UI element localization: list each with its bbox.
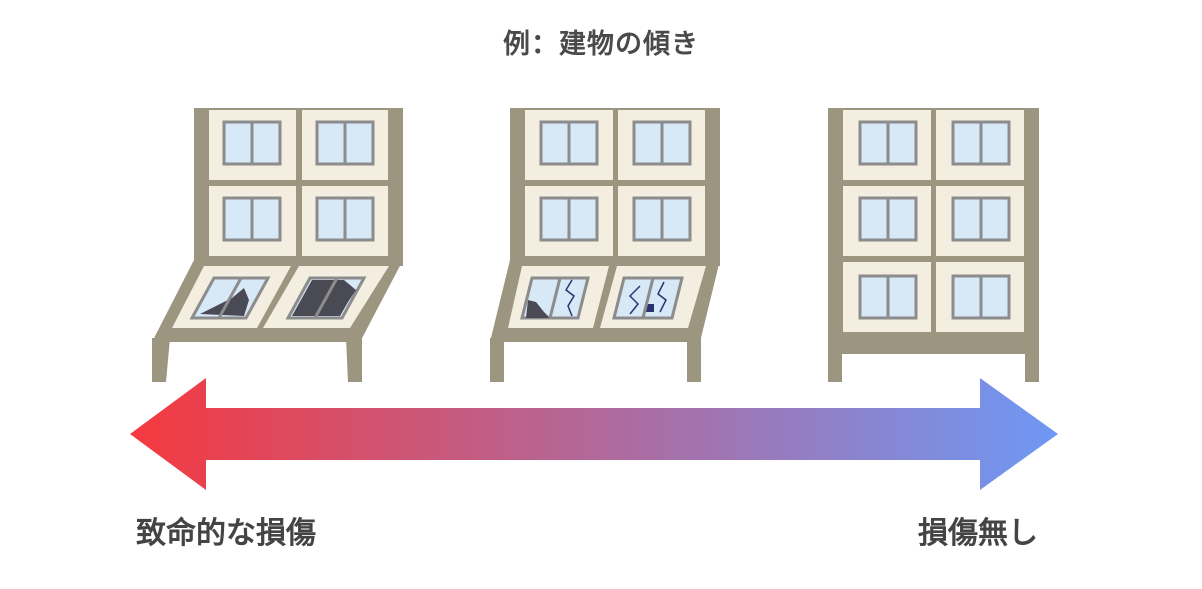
window — [951, 196, 1011, 242]
building-severe-tilt — [152, 108, 403, 382]
damage-scale-arrow — [130, 378, 1058, 490]
window — [539, 120, 599, 166]
label-fatal-damage: 致命的な損傷 — [136, 516, 316, 551]
window — [858, 196, 918, 242]
diagram-title: 例：建物の傾き — [503, 29, 699, 60]
window — [315, 120, 375, 166]
broken-window — [285, 276, 367, 320]
cracked-window — [612, 276, 684, 320]
window — [539, 196, 599, 242]
window — [315, 196, 375, 242]
window — [632, 196, 692, 242]
building-no-tilt — [828, 108, 1039, 382]
window — [222, 120, 282, 166]
broken-window — [189, 276, 271, 320]
window — [632, 120, 692, 166]
window — [951, 274, 1011, 320]
window — [858, 120, 918, 166]
window — [951, 120, 1011, 166]
cracked-window — [520, 276, 590, 320]
window — [222, 196, 282, 242]
label-no-damage: 損傷無し — [918, 516, 1038, 551]
window — [858, 274, 918, 320]
building-moderate-tilt — [490, 108, 720, 382]
